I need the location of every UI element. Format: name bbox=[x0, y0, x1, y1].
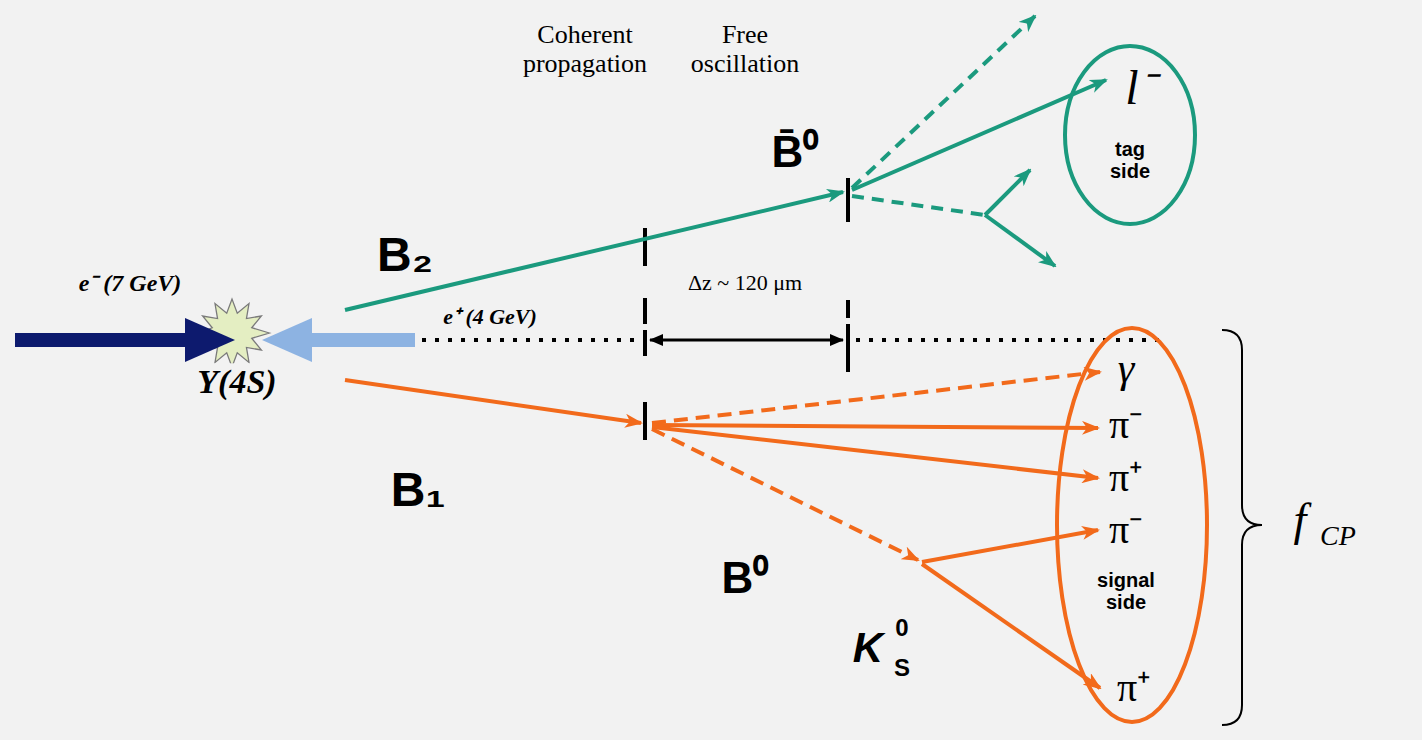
particle-label: B₁ bbox=[391, 464, 446, 517]
fcp-label: f bbox=[1294, 495, 1307, 546]
particle-label: B⁰ bbox=[722, 554, 769, 602]
node-text: π⁻ bbox=[1109, 508, 1143, 552]
ellipse-outline bbox=[1057, 328, 1207, 722]
ellipse-outline bbox=[1065, 46, 1195, 224]
beam-axis bbox=[856, 338, 1165, 342]
dimension-label: Δz ~ 120 μm bbox=[688, 271, 802, 295]
signal-tracks bbox=[345, 372, 1100, 688]
node-text: π⁺ bbox=[1117, 666, 1151, 710]
node-text: signal side bbox=[1091, 569, 1161, 613]
fcp-label: CP bbox=[1320, 521, 1356, 552]
phase-label: Coherent propagation bbox=[505, 21, 665, 78]
beam-axis bbox=[422, 338, 640, 342]
fcp-bracket bbox=[1222, 330, 1262, 725]
tag-tracks bbox=[345, 16, 1106, 310]
beam-label: e⁻ (7 GeV) bbox=[79, 270, 182, 296]
node-text: π⁻ bbox=[1109, 403, 1143, 447]
particle-label: 0 bbox=[895, 615, 908, 641]
dz-arrow bbox=[650, 339, 843, 342]
phase-label: Free oscillation bbox=[680, 21, 810, 78]
node-text: γ bbox=[1118, 345, 1135, 391]
particle-label: B̄⁰ bbox=[772, 128, 819, 176]
tag-side-ellipse: l⁻ tag side bbox=[1062, 43, 1198, 227]
node-text: π⁺ bbox=[1109, 456, 1143, 500]
node-text: l⁻ bbox=[1125, 62, 1154, 115]
node-text: tag side bbox=[1100, 138, 1160, 182]
resonance-label: Υ(4S) bbox=[197, 363, 276, 400]
signal-side-ellipse: γ π⁻ π⁺ π⁻ signal side π⁺ bbox=[1054, 325, 1210, 725]
electron-beam bbox=[15, 318, 235, 362]
positron-beam bbox=[262, 318, 415, 362]
beam-label: e⁺ (4 GeV) bbox=[443, 305, 537, 329]
particle-label: B₂ bbox=[377, 229, 433, 282]
particle-label: K bbox=[853, 625, 883, 671]
particle-label: S bbox=[894, 655, 910, 681]
vertex-ticks bbox=[645, 178, 848, 440]
